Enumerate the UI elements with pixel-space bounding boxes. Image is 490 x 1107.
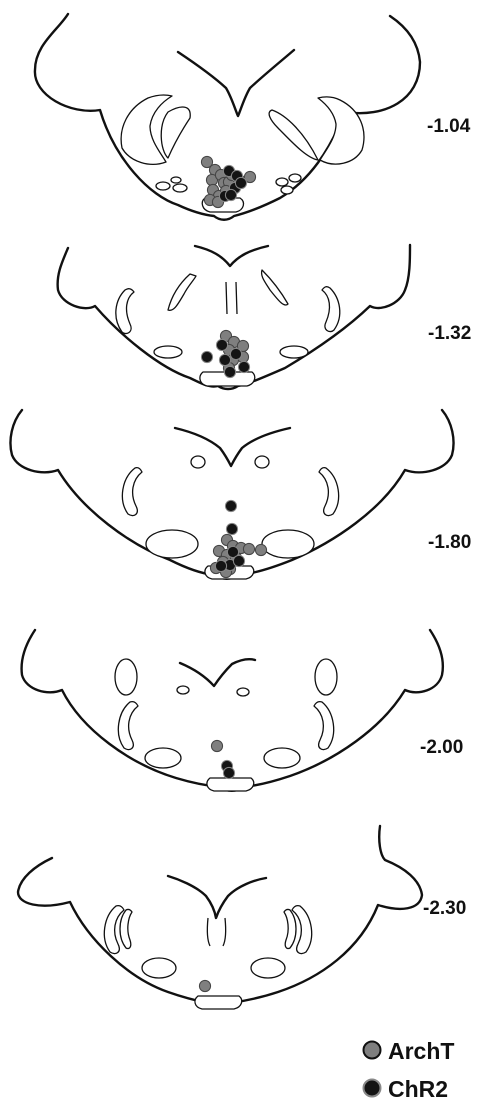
section-3-left-crescent: [122, 468, 142, 516]
section-4-small-left: [177, 686, 189, 694]
section-1-nucleus-r1: [276, 178, 288, 186]
legend-swatch-chr2: [364, 1080, 381, 1097]
section-3-nucleus-right: [262, 530, 314, 558]
section-1-left-fiber: [161, 107, 190, 158]
section-5: -2.30: [18, 826, 466, 1009]
section-4-small-right: [237, 688, 249, 696]
section-2-left-tract: [168, 274, 196, 310]
section-5-ventral-lobes: [195, 996, 242, 1009]
section-2-midline-right: [236, 282, 237, 314]
section-4-archt-marker: [211, 740, 222, 751]
section-3-archt-marker: [243, 543, 254, 554]
section-2-left-crescent: [116, 289, 134, 334]
section-2-nucleus-right: [280, 346, 308, 358]
section-1-right-tract: [318, 97, 364, 164]
section-4-left-crescent: [118, 702, 138, 750]
section-4-ventral-lobes: [207, 778, 254, 791]
section-1-ventricle: [178, 50, 294, 116]
section-1-level-label: -1.04: [427, 116, 471, 137]
section-5-right-crescent-inner: [284, 909, 296, 948]
section-5-level-label: -2.30: [423, 898, 466, 919]
section-3-small-right: [255, 456, 269, 468]
section-4-oval-left: [115, 659, 137, 695]
section-2-chr2-marker: [224, 366, 235, 377]
section-2-chr2-marker: [219, 354, 230, 365]
section-2-right-crescent: [322, 287, 340, 332]
section-5-outline: [18, 826, 422, 1007]
section-2-chr2-marker: [216, 339, 227, 350]
section-5-left-crescent-inner: [120, 909, 132, 948]
legend-label-archt: ArchT: [388, 1038, 454, 1064]
section-5-nucleus-right: [251, 958, 285, 978]
section-1-nucleus-r2: [289, 174, 301, 182]
section-5-midline-right: [223, 918, 226, 946]
section-2-chr2-marker: [230, 348, 241, 359]
section-3-small-left: [191, 456, 205, 468]
section-4: -2.00: [22, 630, 464, 791]
section-2-chr2-marker: [201, 351, 212, 362]
section-4-right-crescent: [314, 702, 334, 750]
section-4-chr2-marker: [223, 767, 234, 778]
section-1-nucleus-r3: [281, 186, 293, 194]
section-3-right-crescent: [319, 468, 339, 516]
section-5-archt-marker: [199, 980, 210, 991]
section-1-chr2-marker: [235, 177, 246, 188]
section-3-level-label: -1.80: [428, 532, 471, 553]
section-1-nucleus-l3: [171, 177, 181, 183]
section-2-midline-left: [226, 282, 227, 314]
section-3-chr2-marker: [233, 555, 244, 566]
legend-label-chr2: ChR2: [388, 1076, 448, 1102]
section-3-chr2-marker: [215, 560, 226, 571]
section-2-ventricle: [195, 246, 268, 266]
section-2: -1.32: [58, 245, 472, 389]
section-1-nucleus-l1: [156, 182, 170, 190]
section-2-nucleus-left: [154, 346, 182, 358]
section-3-chr2-marker: [226, 523, 237, 534]
section-1-right-fiber: [269, 110, 318, 160]
section-1-nucleus-l2: [173, 184, 187, 192]
section-4-nucleus-left: [145, 748, 181, 768]
section-2-level-label: -1.32: [428, 323, 471, 344]
section-4-level-label: -2.00: [420, 737, 463, 758]
section-1: -1.04: [35, 14, 471, 220]
section-4-nucleus-right: [264, 748, 300, 768]
section-3-nucleus-left: [146, 530, 198, 558]
section-4-oval-right: [315, 659, 337, 695]
section-2-chr2-marker: [238, 361, 249, 372]
section-1-chr2-marker: [225, 189, 236, 200]
section-5-midline-left: [207, 918, 210, 946]
section-5-ventricle: [168, 876, 266, 918]
legend: ArchT ChR2: [364, 1038, 455, 1102]
section-5-nucleus-left: [142, 958, 176, 978]
section-4-ventricle: [180, 659, 255, 686]
section-2-right-tract: [262, 270, 288, 305]
section-3-chr2-marker: [225, 500, 236, 511]
section-3-archt-marker: [255, 544, 266, 555]
legend-swatch-archt: [364, 1042, 381, 1059]
